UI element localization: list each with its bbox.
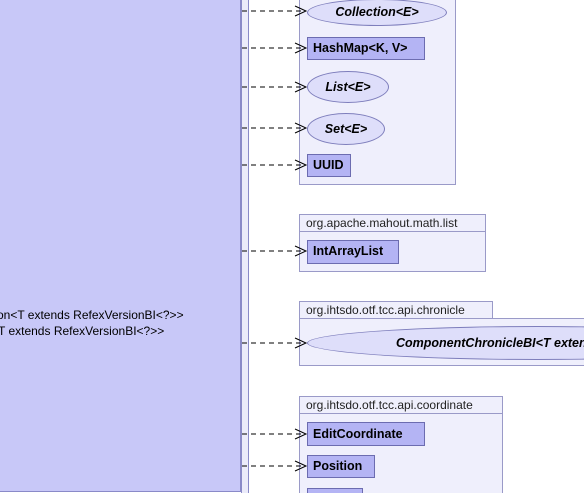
class-label: Position (313, 459, 363, 473)
class-label: EditCoordinate (313, 427, 403, 441)
interface-label: ComponentChronicleBI<T extends Component… (396, 336, 584, 350)
class-uuid[interactable]: UUID (307, 154, 351, 177)
arrowhead (294, 159, 308, 171)
class-position[interactable]: Position (307, 455, 375, 478)
arrowhead (294, 81, 308, 93)
class-intarraylist[interactable]: IntArrayList (307, 240, 399, 264)
class-label: HashMap<K, V> (313, 41, 408, 55)
method-signature: tion<T extends RefexVersionBI<?>> (0, 308, 184, 322)
package-label: org.ihtsdo.otf.tcc.api.chronicle (306, 303, 465, 317)
interface-collection[interactable]: Collection<E> (307, 0, 447, 26)
arrowhead (294, 122, 308, 134)
interface-list[interactable]: List<E> (307, 71, 389, 103)
class-partial-bottom[interactable] (307, 488, 363, 493)
arrowhead (294, 42, 308, 54)
class-label: UUID (313, 158, 344, 172)
arrowhead (294, 337, 308, 349)
package-tab-mahout: org.apache.mahout.math.list (299, 214, 486, 232)
class-label: IntArrayList (313, 244, 384, 258)
arrowhead (294, 245, 308, 257)
main-class-divider (241, 0, 249, 493)
package-label: org.ihtsdo.otf.tcc.api.coordinate (306, 398, 473, 412)
arrowhead (294, 428, 308, 440)
interface-label: List<E> (325, 80, 371, 94)
arrowhead (294, 5, 308, 17)
class-hashmap[interactable]: HashMap<K, V> (307, 37, 425, 60)
interface-label: Set<E> (324, 122, 368, 136)
arrowhead (294, 460, 308, 472)
method-signature: <T extends RefexVersionBI<?>> (0, 324, 165, 338)
main-class-box[interactable]: tion<T extends RefexVersionBI<?>> <T ext… (0, 0, 241, 492)
package-label: org.apache.mahout.math.list (306, 216, 458, 230)
interface-set[interactable]: Set<E> (307, 113, 385, 145)
interface-label: Collection<E> (335, 5, 419, 19)
class-editcoordinate[interactable]: EditCoordinate (307, 422, 425, 446)
package-tab-coordinate: org.ihtsdo.otf.tcc.api.coordinate (299, 396, 503, 414)
